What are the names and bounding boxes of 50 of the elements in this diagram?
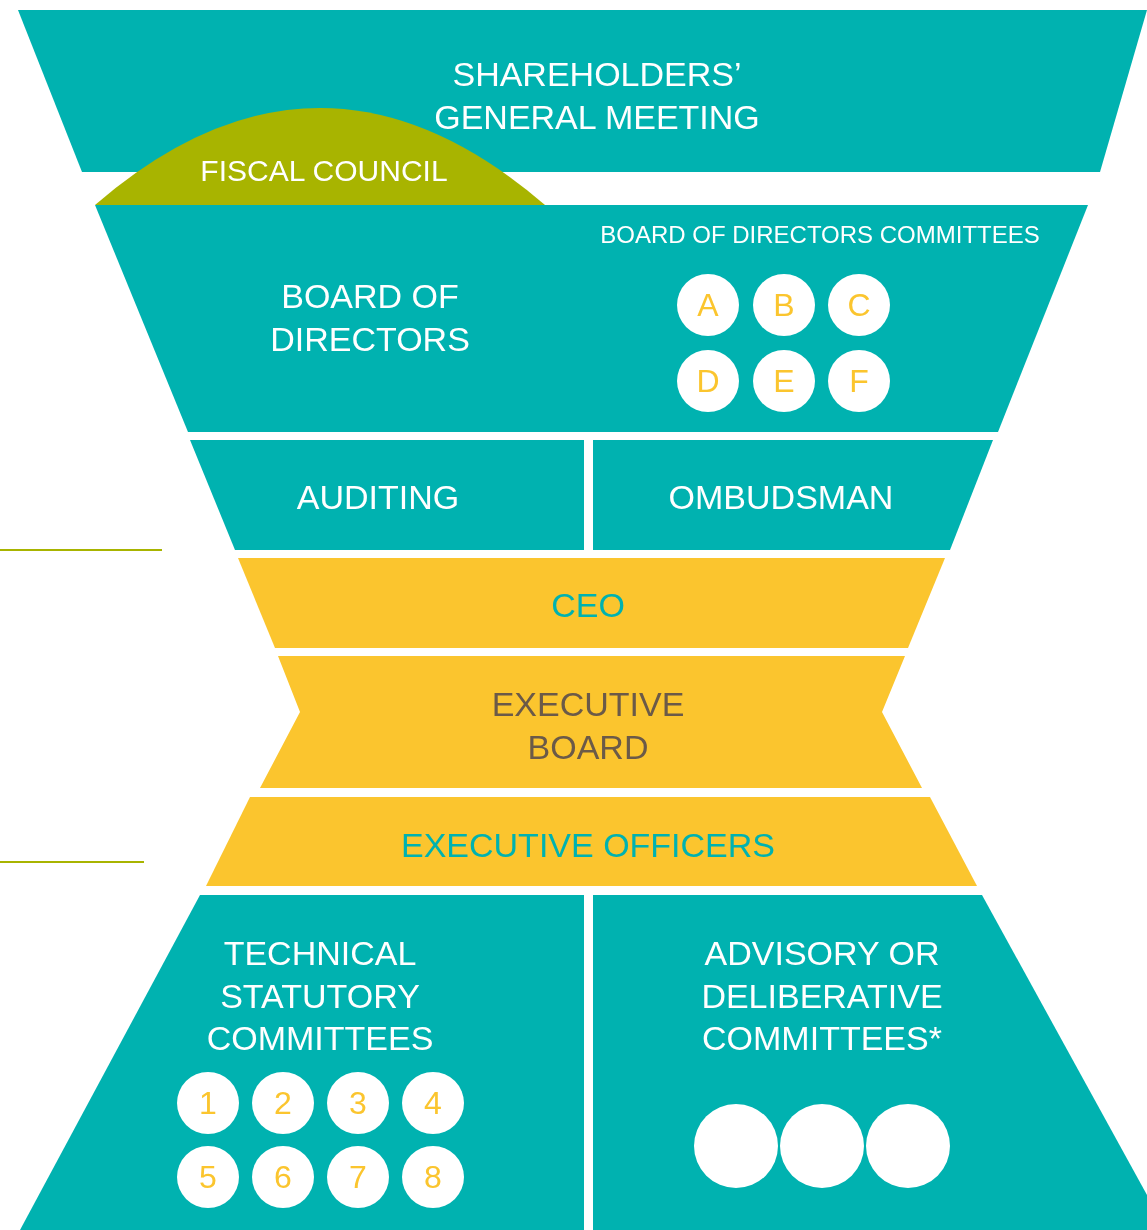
committee-circle bbox=[866, 1104, 950, 1188]
committee-circle bbox=[252, 1146, 314, 1208]
committee-letter: 2 bbox=[274, 1084, 292, 1123]
committee-letter: E bbox=[773, 362, 795, 401]
committee-circle bbox=[753, 350, 815, 412]
band-label: BOARD OF DIRECTORS bbox=[269, 275, 471, 359]
group-heading: BOARD OF DIRECTORS COMMITTEES bbox=[599, 220, 1041, 250]
committee-circle bbox=[694, 1104, 778, 1188]
band-label: TECHNICAL STATUTORY COMMITTEES bbox=[205, 933, 435, 1060]
committee-letter: 5 bbox=[199, 1158, 217, 1197]
band-label: ADVISORY OR DELIBERATIVE COMMITTEES* bbox=[700, 933, 944, 1060]
ombudsman-band bbox=[593, 440, 993, 550]
committee-circle bbox=[828, 274, 890, 336]
committee-letter: F bbox=[849, 362, 869, 401]
committee-letter: 4 bbox=[424, 1084, 442, 1123]
band-label: EXECUTIVE OFFICERS bbox=[399, 824, 777, 866]
committee-circle bbox=[177, 1146, 239, 1208]
committee-letter: 6 bbox=[274, 1158, 292, 1197]
committee-circle bbox=[780, 1104, 864, 1188]
committee-circle bbox=[753, 274, 815, 336]
band-label: CEO bbox=[550, 584, 626, 626]
committee-circle bbox=[677, 350, 739, 412]
committee-letter: C bbox=[847, 286, 871, 325]
committee-letter: B bbox=[773, 286, 795, 325]
committee-circle bbox=[677, 274, 739, 336]
auditing-band bbox=[190, 440, 584, 550]
board-band bbox=[95, 205, 1088, 432]
advisory-committees-panel bbox=[593, 895, 1147, 1230]
committee-letter: 3 bbox=[349, 1084, 367, 1123]
band-label: SHAREHOLDERS’ GENERAL MEETING bbox=[433, 53, 761, 137]
executive-board-band bbox=[260, 656, 922, 788]
band-label: FISCAL COUNCIL bbox=[199, 153, 449, 190]
ceo-band bbox=[238, 558, 945, 648]
committee-circle bbox=[402, 1146, 464, 1208]
committee-circle bbox=[177, 1072, 239, 1134]
committee-letter: 7 bbox=[349, 1158, 367, 1197]
officers-band bbox=[206, 797, 977, 886]
band-label: AUDITING bbox=[295, 476, 461, 518]
committee-letter: D bbox=[696, 362, 720, 401]
committee-letter: 1 bbox=[199, 1084, 217, 1123]
committee-circle bbox=[327, 1146, 389, 1208]
band-label: OMBUDSMAN bbox=[667, 476, 895, 518]
technical-committees-panel bbox=[20, 895, 584, 1230]
committee-letter: A bbox=[697, 286, 719, 325]
committee-circle bbox=[402, 1072, 464, 1134]
committee-circle bbox=[828, 350, 890, 412]
committee-letter: 8 bbox=[424, 1158, 442, 1197]
committee-circle bbox=[252, 1072, 314, 1134]
band-label: EXECUTIVE BOARD bbox=[490, 683, 686, 767]
committee-circle bbox=[327, 1072, 389, 1134]
